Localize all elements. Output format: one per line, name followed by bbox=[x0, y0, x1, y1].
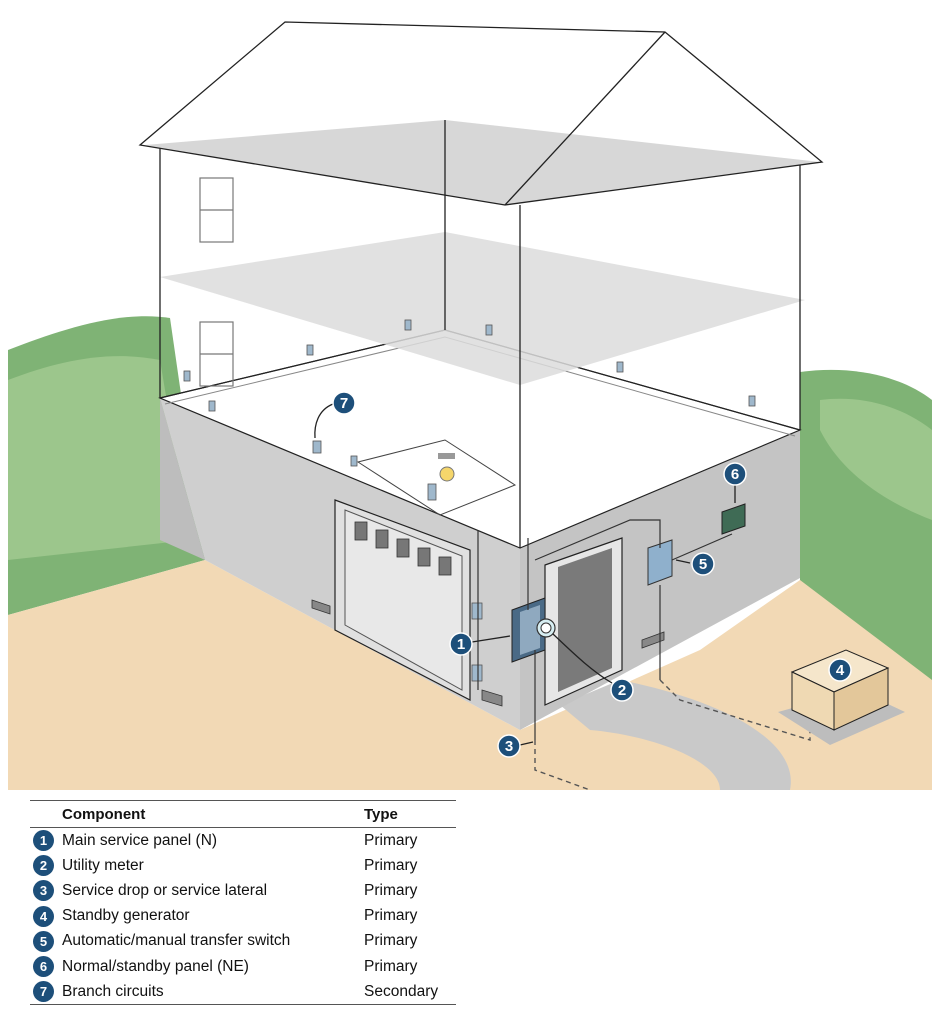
component-legend: Component Type 1 Main service panel (N) … bbox=[30, 800, 456, 1006]
vents bbox=[311, 599, 665, 707]
component-type: Primary bbox=[364, 856, 418, 874]
legend-row: 3 Service drop or service lateral Primar… bbox=[30, 878, 456, 903]
component-name: Automatic/manual transfer switch bbox=[62, 932, 291, 950]
component-type: Primary bbox=[364, 831, 418, 849]
component-name: Standby generator bbox=[62, 907, 190, 925]
legend-row: 4 Standby generator Primary bbox=[30, 904, 456, 929]
windows bbox=[199, 177, 234, 387]
legend-bottom-rule bbox=[30, 1004, 456, 1006]
callout-4: 4 bbox=[828, 658, 852, 682]
component-type: Primary bbox=[364, 881, 418, 899]
component-type: Primary bbox=[364, 932, 418, 950]
entry-door bbox=[544, 537, 623, 706]
house-illustration: 1 2 3 4 5 6 7 bbox=[8, 21, 932, 791]
legend-row: 6 Normal/standby panel (NE) Primary bbox=[30, 954, 456, 979]
callout-5: 5 bbox=[691, 552, 715, 576]
legend-row: 7 Branch circuits Secondary bbox=[30, 979, 456, 1004]
number-badge: 4 bbox=[33, 905, 54, 927]
grass-hills bbox=[8, 316, 932, 690]
component-name: Normal/standby panel (NE) bbox=[62, 957, 249, 975]
callout-6-number: 6 bbox=[731, 466, 739, 483]
legend-row: 1 Main service panel (N) Primary bbox=[30, 828, 456, 853]
component-name: Main service panel (N) bbox=[62, 831, 218, 849]
main-service-panel bbox=[511, 597, 556, 663]
callout-2: 2 bbox=[610, 678, 634, 702]
garage-door bbox=[334, 499, 471, 701]
callout-2-number: 2 bbox=[618, 682, 626, 699]
light-bulb-icon bbox=[438, 453, 455, 482]
legend-top-rule bbox=[30, 800, 456, 801]
callout-1: 1 bbox=[449, 632, 473, 656]
number-badge: 2 bbox=[33, 855, 54, 877]
standby-generator bbox=[778, 649, 905, 745]
outlets bbox=[183, 319, 756, 682]
attic-plane bbox=[145, 120, 820, 205]
component-name: Service drop or service lateral bbox=[62, 881, 268, 899]
number-badge: 3 bbox=[33, 880, 54, 902]
callout-7: 7 bbox=[332, 391, 356, 415]
number-badge: 7 bbox=[33, 981, 54, 1003]
callout-1-number: 1 bbox=[457, 636, 465, 653]
number-badge: 1 bbox=[33, 830, 54, 852]
component-name: Utility meter bbox=[62, 856, 144, 874]
standby-panel bbox=[721, 503, 746, 535]
second-floor-plane bbox=[160, 232, 805, 385]
component-type: Secondary bbox=[364, 982, 439, 1000]
callout-6: 6 bbox=[723, 462, 747, 486]
underground-wiring bbox=[534, 679, 811, 791]
wiring bbox=[477, 519, 733, 740]
legend-row: 2 Utility meter Primary bbox=[30, 853, 456, 878]
callout-3: 3 bbox=[497, 734, 521, 758]
driveway bbox=[560, 680, 791, 790]
house-frame bbox=[138, 21, 824, 548]
component-type: Primary bbox=[364, 907, 418, 925]
transfer-switch bbox=[647, 539, 673, 586]
number-badge: 6 bbox=[33, 956, 54, 978]
callout-7-number: 7 bbox=[340, 395, 348, 412]
component-name: Branch circuits bbox=[62, 982, 164, 1000]
component-type: Primary bbox=[364, 957, 418, 975]
header-component: Component bbox=[62, 805, 146, 823]
number-badge: 5 bbox=[33, 930, 54, 952]
legend-header: Component Type bbox=[30, 801, 456, 827]
legend-header-rule bbox=[30, 827, 456, 828]
callout-4-number: 4 bbox=[836, 662, 845, 679]
callout-5-number: 5 bbox=[699, 556, 707, 573]
callout-3-number: 3 bbox=[505, 738, 513, 755]
legend-row: 5 Automatic/manual transfer switch Prima… bbox=[30, 929, 456, 954]
header-type: Type bbox=[364, 805, 398, 823]
callout-leaders bbox=[314, 403, 736, 746]
